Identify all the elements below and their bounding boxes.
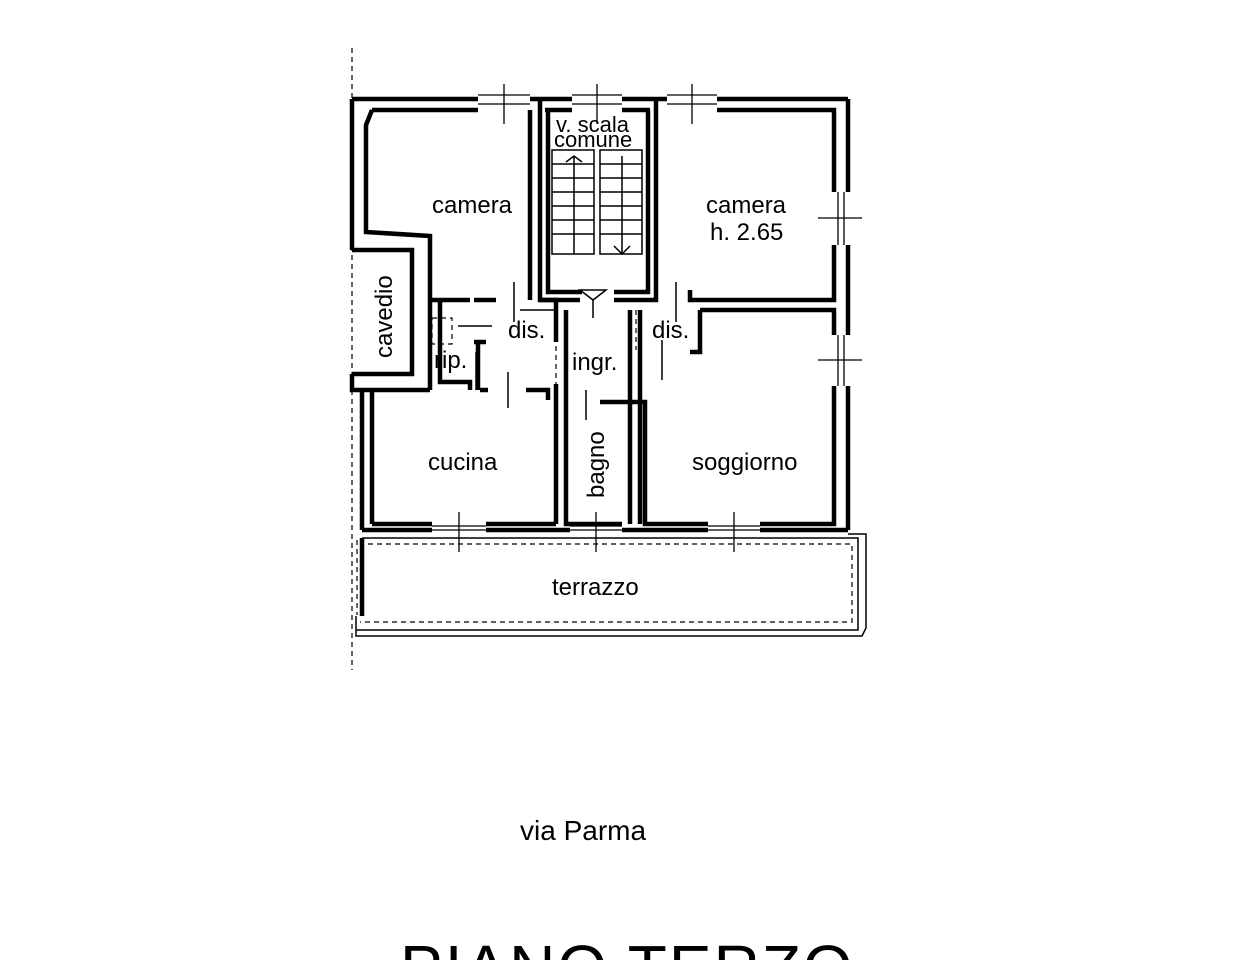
label-cucina: cucina (428, 449, 498, 476)
label-ingr: ingr. (572, 349, 617, 376)
label-terrazzo: terrazzo (552, 574, 639, 601)
stairs (551, 149, 643, 256)
rip-fixture (431, 317, 453, 345)
label-dis-left: dis. (508, 317, 545, 344)
label-stair-line1: v. scala (556, 112, 630, 137)
label-soggiorno: soggiorno (692, 449, 797, 476)
cavedio-box (349, 247, 415, 393)
inner-walls (362, 99, 837, 527)
outer-walls (349, 96, 851, 533)
label-dis-right: dis. (652, 317, 689, 344)
windows (432, 84, 862, 552)
label-camera-left: camera (432, 192, 513, 219)
label-stair-line2: comune (554, 127, 632, 152)
door-marks (458, 282, 677, 420)
label-cavedio: cavedio (371, 275, 398, 358)
label-camera-right: camera (706, 192, 787, 219)
label-bagno: bagno (583, 431, 610, 498)
label-rip: rip. (434, 347, 467, 374)
floor-title: PIANO TERZO (400, 932, 855, 960)
terrazzo-outline (355, 533, 867, 637)
street-name: via Parma (520, 815, 646, 846)
label-height: h. 2.65 (710, 219, 783, 246)
